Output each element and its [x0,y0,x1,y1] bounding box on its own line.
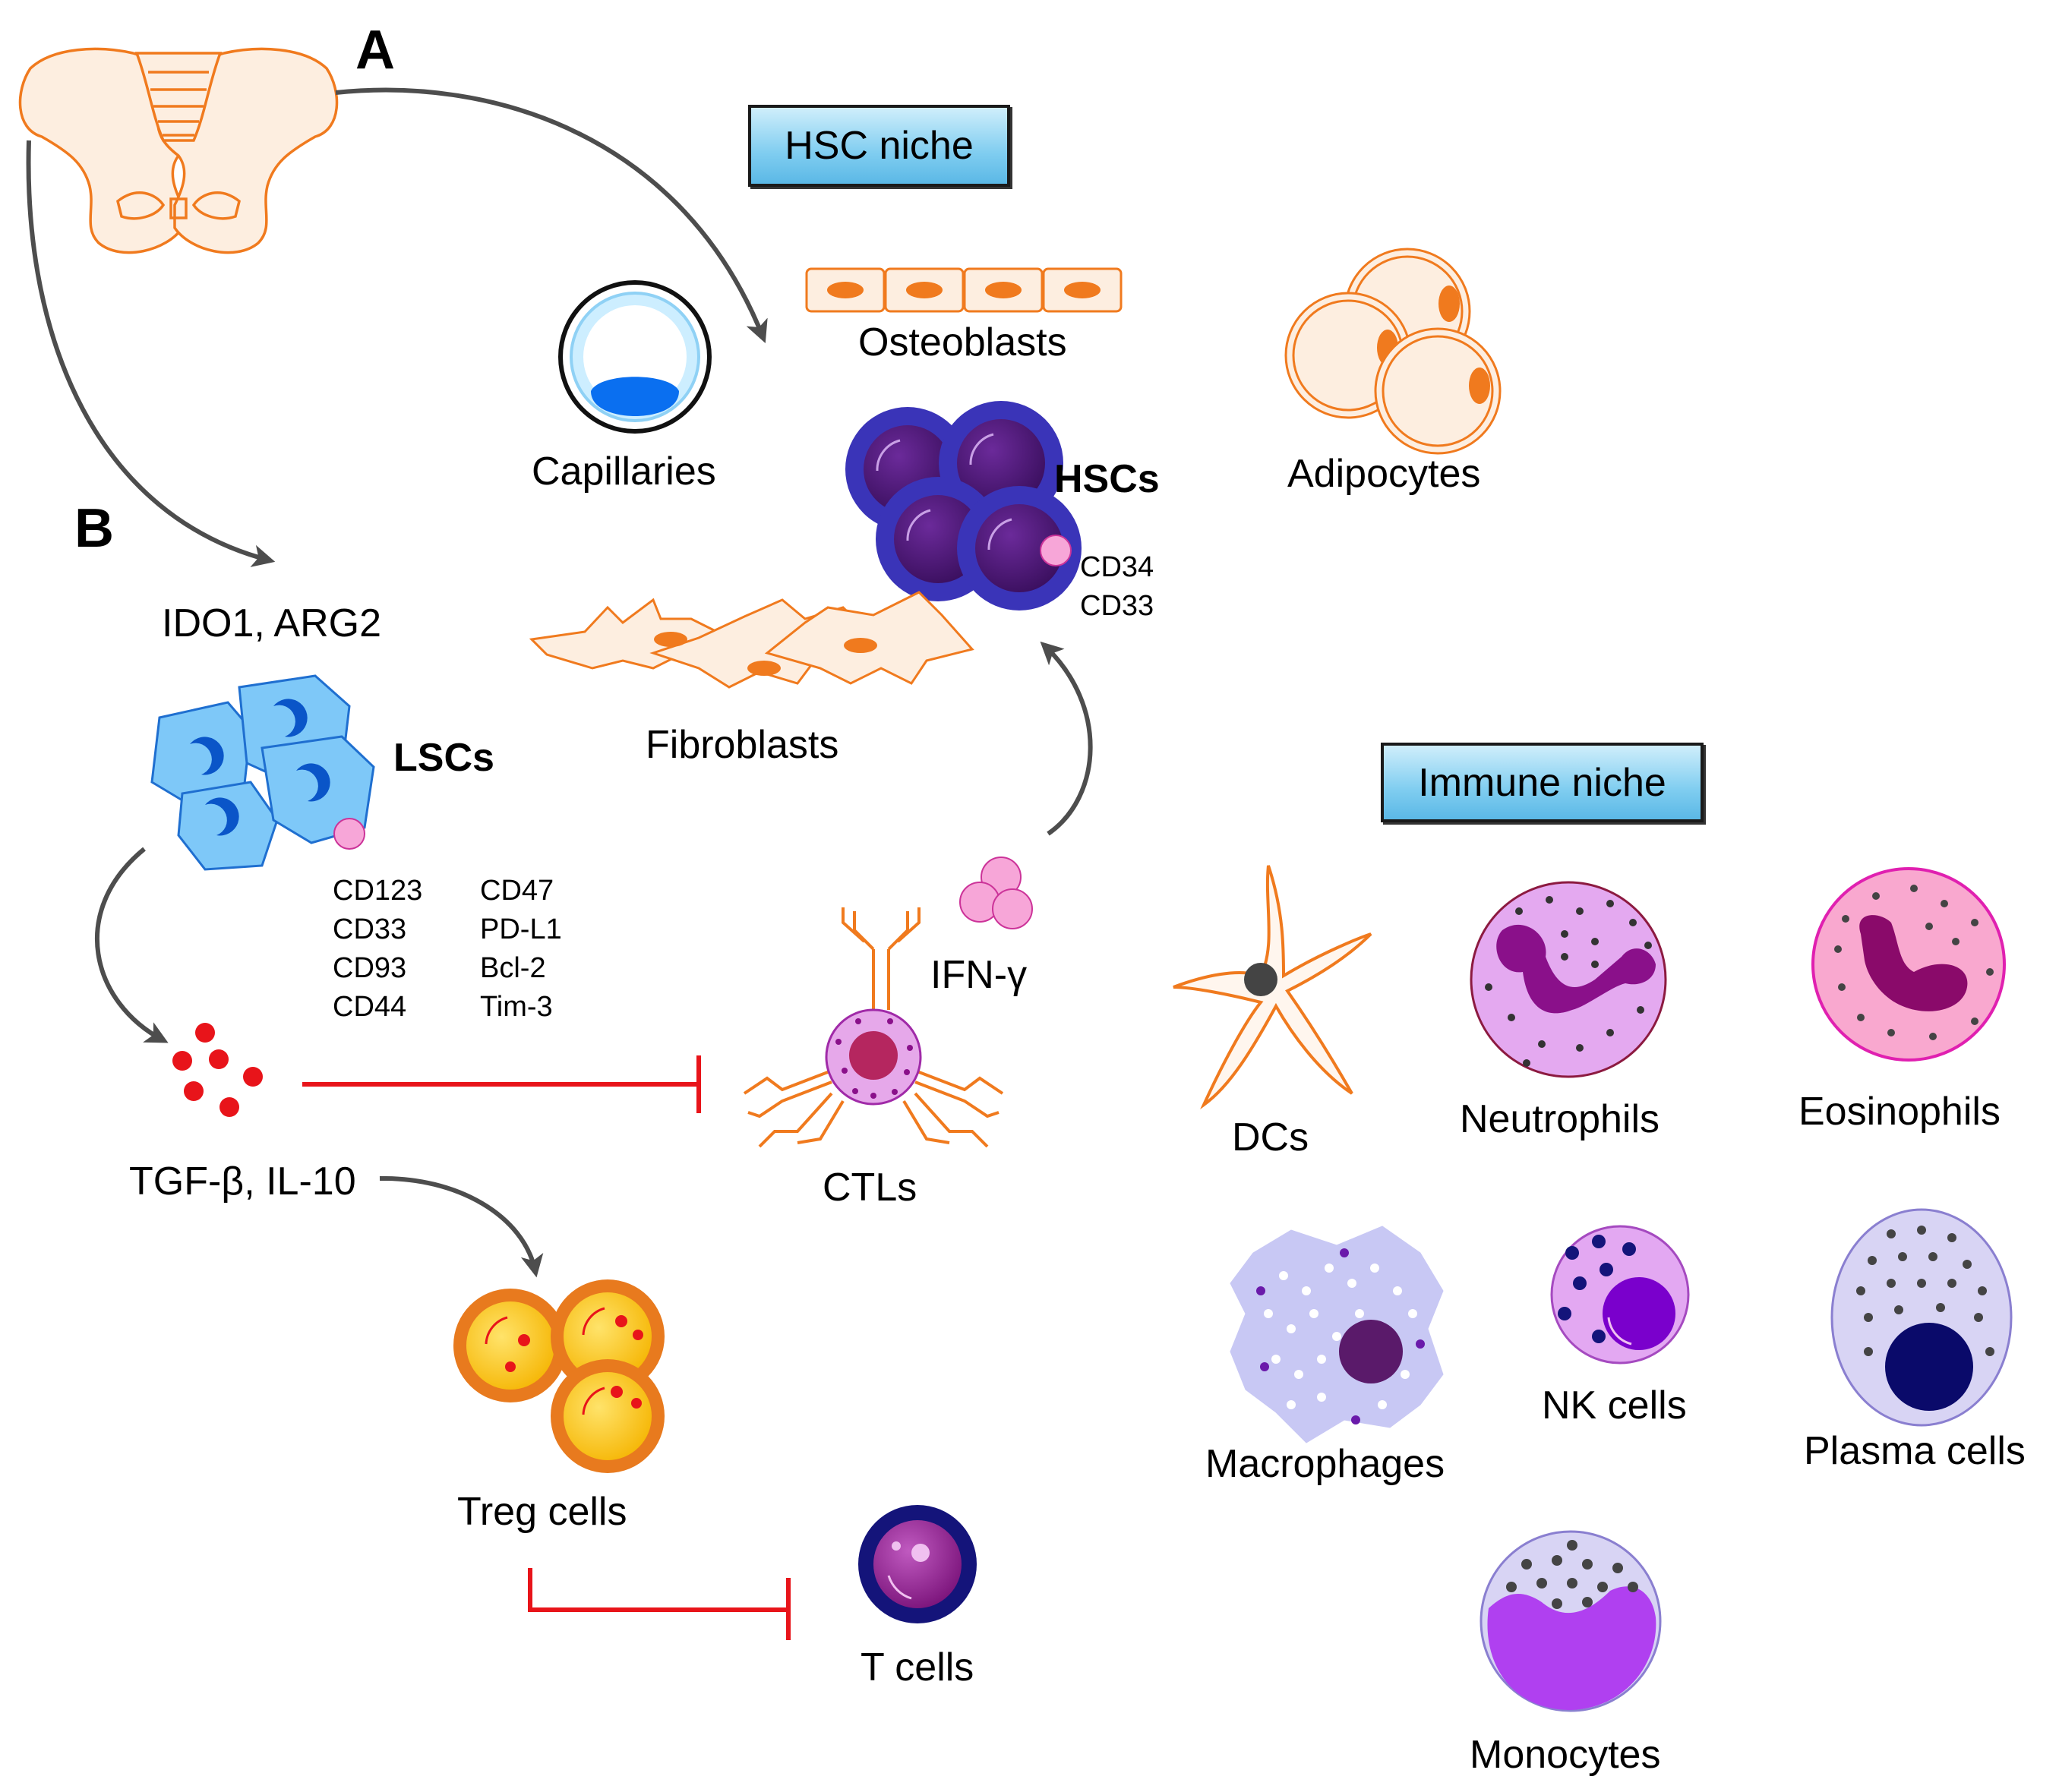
inhibit-cytokines-ctl [302,1055,701,1113]
t-cells-label: T cells [861,1645,974,1689]
lsc-marker: CD47 [480,875,554,907]
eosinophils-label: Eosinophils [1798,1090,2001,1134]
cytokines-label: TGF-β, IL-10 [129,1159,356,1204]
osteoblast-row [805,267,1123,313]
ifn-gamma-label: IFN-γ [930,953,1028,997]
nk-cell [1550,1225,1690,1365]
pelvis-illustration [18,47,339,254]
arrow-pelvis-to-osteoblasts [335,87,768,343]
lscs-label: LSCs [393,736,494,780]
plasma-cells-label: Plasma cells [1804,1429,2026,1473]
ctl-cell [743,907,1004,1148]
adipocytes-label: Adipocytes [1287,452,1481,496]
capillaries-label: Capillaries [532,450,716,494]
hsc-marker-list: CD34 CD33 [1080,548,1154,626]
fibroblast-cluster [529,591,974,689]
macrophages-label: Macrophages [1205,1442,1445,1486]
eosinophil-cell [1811,867,2006,1062]
lsc-marker: CD93 [333,952,407,984]
inhibition-lines [302,1055,791,1640]
neutrophil-cell [1470,881,1667,1078]
treg-cluster [453,1279,665,1473]
lsc-cluster [150,674,375,871]
t-cell [858,1505,977,1623]
hsc-cluster [845,401,1082,610]
arrow-pelvis-to-lsc [26,140,276,567]
panel-label-a: A [355,20,395,80]
lsc-marker: CD44 [333,991,407,1023]
treg-label: Treg cells [457,1490,627,1534]
arrow-cytokines-to-treg [379,1175,544,1278]
macrophage-cell [1230,1226,1444,1443]
capillary-icon [558,280,712,434]
hsc-niche-box: HSC niche [748,105,1010,187]
ifn-gamma-molecules [959,857,1033,929]
neutrophils-label: Neutrophils [1460,1097,1660,1141]
lsc-marker: CD33 [333,913,407,945]
hsc-niche-label: HSC niche [785,124,974,168]
enzymes-label: IDO1, ARG2 [162,601,381,645]
hsc-marker: CD33 [1080,590,1154,622]
dendritic-cell [1173,865,1372,1109]
ctls-label: CTLs [823,1166,917,1210]
plasma-cell [1830,1208,2013,1427]
adipocyte-cluster [1284,248,1502,455]
lsc-marker: PD-L1 [480,913,562,945]
monocytes-label: Monocytes [1470,1733,1661,1777]
hscs-label: HSCs [1054,457,1160,501]
inhibit-treg-tcell [528,1568,791,1640]
lsc-marker: Bcl-2 [480,952,546,984]
panel-label-b: B [74,498,114,559]
arrows [26,87,1093,1278]
immune-niche-label: Immune niche [1418,760,1666,805]
nk-cells-label: NK cells [1542,1383,1687,1428]
cytokine-dots [172,1023,263,1117]
lsc-marker: CD123 [333,875,423,907]
lsc-marker-list-left: CD123 CD33 CD93 CD44 [333,872,422,1027]
osteoblasts-label: Osteoblasts [858,320,1067,364]
lsc-marker: Tim-3 [480,991,553,1023]
monocyte-cell [1480,1530,1662,1712]
arrow-lsc-to-cytokines [94,847,169,1043]
immune-niche-box: Immune niche [1381,743,1704,822]
fibroblasts-label: Fibroblasts [646,723,839,767]
lsc-marker-list-right: CD47 PD-L1 Bcl-2 Tim-3 [480,872,562,1027]
dcs-label: DCs [1232,1115,1309,1159]
arrow-ifn-to-hsc [1040,641,1093,836]
hsc-marker: CD34 [1080,551,1154,583]
